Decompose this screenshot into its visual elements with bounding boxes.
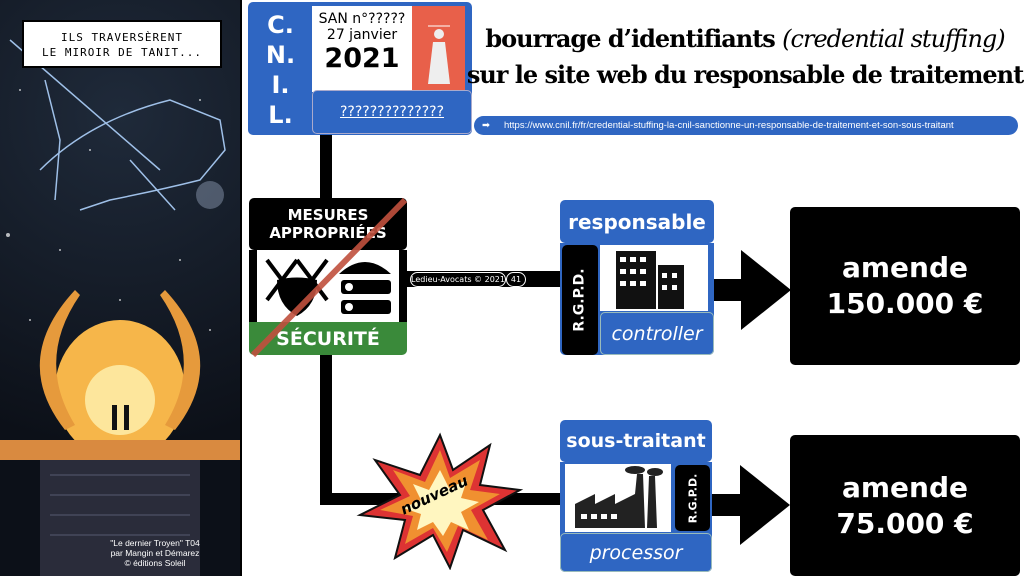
caption-line: ILS TRAVERSÈRENT — [61, 31, 183, 44]
amende-amount: 150.000 € — [826, 287, 984, 320]
responsable-header: responsable — [560, 200, 714, 243]
controller-label: controller — [600, 312, 714, 355]
strike-through-icon — [250, 197, 408, 358]
amende-label: amende — [841, 470, 969, 504]
rgpd-text: R.G.P.D. — [572, 268, 588, 332]
cnil-letter: C. — [267, 11, 294, 39]
processor-label: processor — [560, 533, 712, 572]
building-icon — [600, 245, 708, 311]
rgpd-label: R.G.P.D. — [562, 245, 598, 355]
comic-illustration — [0, 39, 240, 576]
factory-icon — [565, 464, 671, 532]
cnil-letter: L. — [268, 101, 293, 129]
arrow-right-icon: ➡ — [482, 120, 490, 131]
decision-reference[interactable]: ?????????????? — [312, 90, 472, 134]
security-icons — [249, 250, 407, 322]
cnil-letter: N. — [265, 41, 296, 69]
san-number: SAN n°????? — [318, 11, 406, 27]
rgpd-label: R.G.P.D. — [675, 465, 710, 531]
amende-amount: 75.000 € — [836, 506, 974, 540]
title-text: bourrage d’identifiants — [485, 24, 783, 53]
nouveau-starburst — [356, 432, 524, 570]
shield-swords-icon — [265, 258, 391, 316]
caption-line: LE MIROIR DE TANIT... — [41, 46, 203, 59]
rgpd-text: R.G.P.D. — [686, 473, 699, 523]
page-subtitle: sur le site web du responsable de traite… — [466, 60, 1024, 89]
page-title: bourrage d’identifiants (credential stuf… — [465, 24, 1024, 53]
source-link[interactable]: ➡ https://www.cnil.fr/fr/credential-stuff… — [474, 116, 1018, 135]
amende-label: amende — [841, 251, 969, 284]
credit-line: © éditions Soleil — [124, 558, 186, 568]
securite-label: SÉCURITÉ — [249, 322, 407, 355]
comic-panel: ILS TRAVERSÈRENT LE MIROIR DE TANIT... "L… — [0, 0, 240, 576]
sous-traitant-header: sous-traitant — [560, 420, 712, 462]
decision-date: 27 janvier — [326, 27, 398, 43]
justice-statue-icon — [412, 6, 465, 92]
decision-card: SAN n°????? 27 janvier 2021 — [312, 6, 412, 92]
arrow-right-icon — [713, 250, 791, 330]
cnil-letters: C.N.I.L. — [258, 10, 303, 130]
credit-line: par Mangin et Démarez — [110, 548, 200, 558]
title-italic: (credential stuffing) — [782, 25, 1005, 53]
copyright-badge: Ledieu-Avocats © 2021 — [410, 272, 506, 287]
page-number: 41 — [506, 272, 526, 287]
arrow-right-icon — [710, 465, 790, 545]
source-url[interactable]: https://www.cnil.fr/fr/credential-stuffi… — [503, 120, 954, 131]
decision-year: 2021 — [324, 43, 400, 74]
comic-caption: ILS TRAVERSÈRENT LE MIROIR DE TANIT... — [22, 20, 222, 68]
credit-line: "Le dernier Troyen" T04 — [110, 538, 200, 548]
cnil-letter: I. — [271, 71, 290, 99]
